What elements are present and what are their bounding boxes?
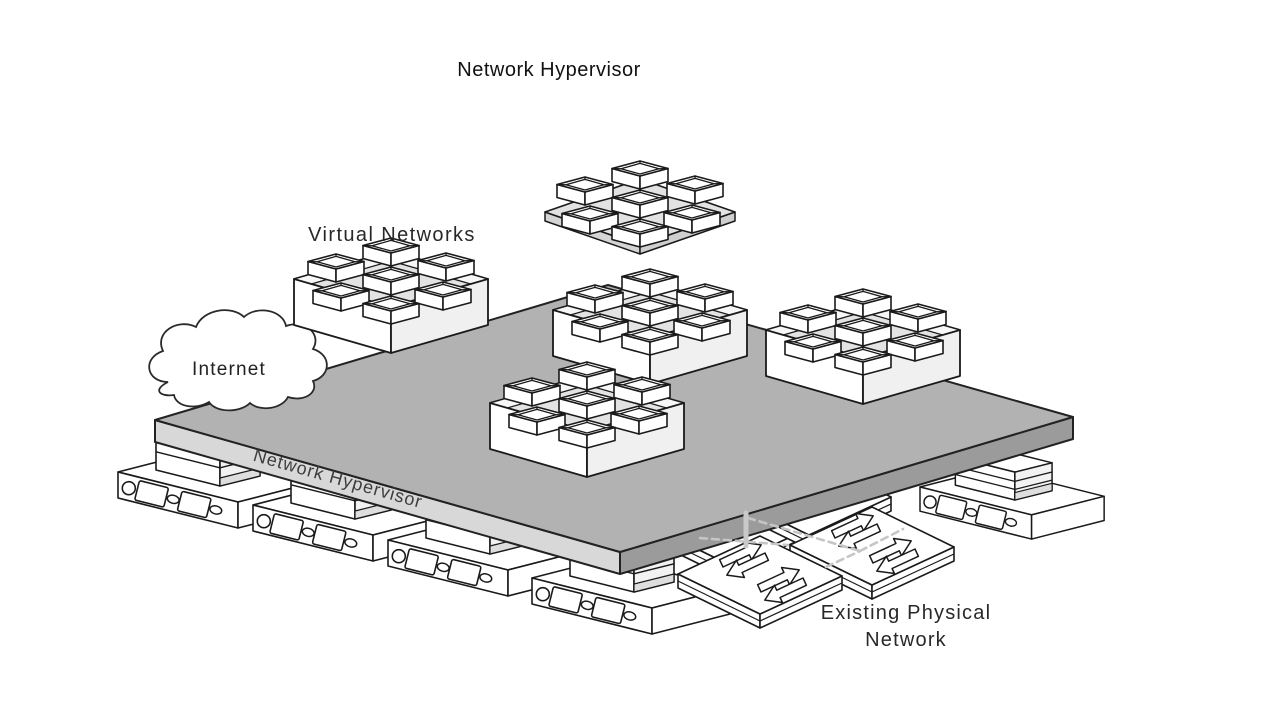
existing-physical-network-label-line2: Network — [865, 629, 947, 651]
virtual-network-box-1 — [293, 237, 489, 354]
virtual-node-cube — [666, 175, 724, 205]
virtual-node-cube — [779, 304, 837, 334]
server-ports — [535, 586, 637, 625]
diagram-title: Network Hypervisor — [457, 59, 640, 81]
virtual-networks-label: Virtual Networks — [308, 224, 476, 246]
server-ports — [391, 548, 493, 587]
server-pedestal — [954, 447, 1053, 501]
virtual-node-cube — [362, 266, 420, 296]
virtual-node-cube — [508, 406, 566, 436]
virtual-node-cube — [561, 205, 619, 235]
server-node-5 — [919, 447, 1105, 540]
switch-arrows-icon — [718, 541, 770, 579]
switch-links — [698, 510, 905, 569]
virtual-network-plate — [544, 160, 736, 255]
virtual-node-cube — [834, 346, 892, 376]
virtual-node-cube — [834, 288, 892, 318]
virtual-network-box-3 — [765, 288, 961, 405]
virtual-node-cube — [834, 317, 892, 347]
virtual-node-cube — [611, 189, 669, 219]
virtual-node-cube — [676, 283, 734, 313]
virtual-network-plate-slab — [544, 160, 736, 255]
existing-physical-network-label-line1: Existing Physical — [821, 602, 991, 624]
internet-label: Internet — [192, 359, 266, 380]
virtual-node-cube — [621, 297, 679, 327]
server-ports — [121, 480, 223, 519]
internet-cloud — [148, 309, 328, 412]
virtual-node-cube — [621, 326, 679, 356]
virtual-network-boxes — [293, 237, 961, 478]
virtual-node-cube — [307, 253, 365, 283]
switch-node-2 — [677, 535, 843, 629]
virtual-node-cube — [503, 377, 561, 407]
virtual-node-cube — [611, 160, 669, 190]
virtual-node-cube — [571, 313, 629, 343]
virtual-node-cube — [558, 361, 616, 391]
virtual-node-cube — [558, 390, 616, 420]
switch-arrows-icon — [868, 537, 920, 575]
server-ports — [923, 494, 1018, 531]
virtual-node-cube — [886, 332, 944, 362]
virtual-node-cube — [362, 237, 420, 267]
virtual-node-cube — [566, 284, 624, 314]
virtual-node-cube — [414, 281, 472, 311]
virtual-network-box-2 — [552, 268, 748, 385]
virtual-network-box-4 — [489, 361, 685, 478]
virtual-node-cube — [784, 333, 842, 363]
virtual-node-cube — [621, 268, 679, 298]
switch-arrows-icon — [756, 566, 808, 604]
virtual-node-cube — [889, 303, 947, 333]
virtual-node-cube — [663, 204, 721, 234]
virtual-node-cube — [673, 312, 731, 342]
virtual-node-cube — [417, 252, 475, 282]
virtual-node-cube — [611, 218, 669, 248]
server-ports — [256, 513, 358, 552]
virtual-node-cube — [613, 376, 671, 406]
virtual-node-cube — [558, 419, 616, 449]
internet-cloud-shape — [148, 309, 328, 412]
virtual-node-cube — [556, 176, 614, 206]
virtual-node-cube — [362, 295, 420, 325]
virtual-node-cube — [610, 405, 668, 435]
